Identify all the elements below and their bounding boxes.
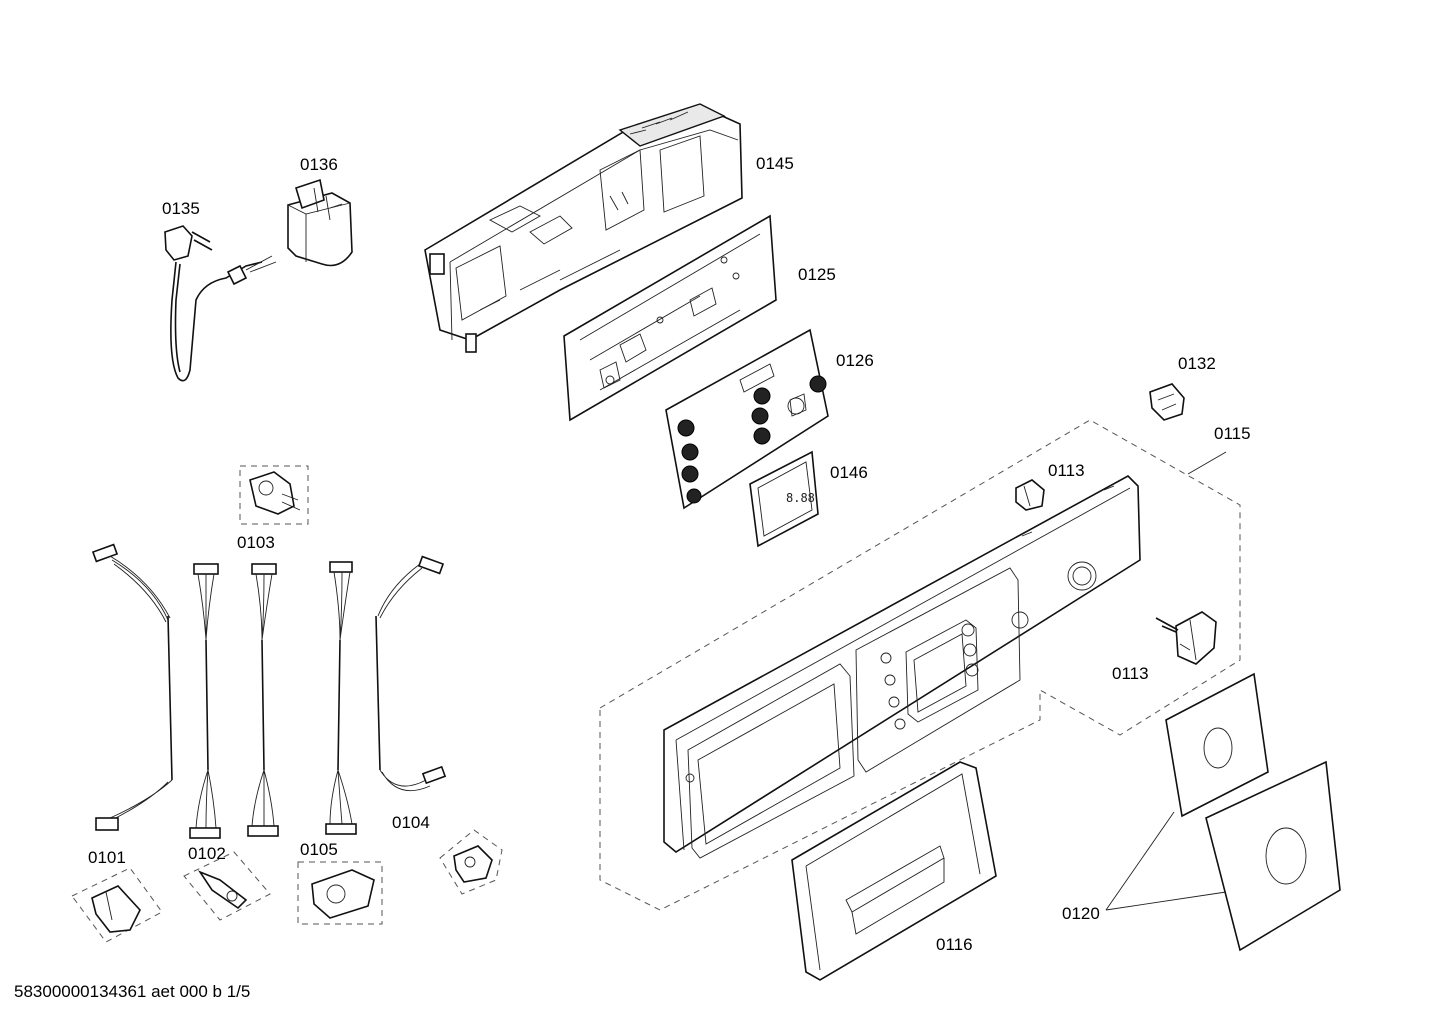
label-0116: 0116 [936,935,973,954]
wiring-harnesses [91,543,447,839]
label-0102: 0102 [188,844,226,863]
filter-box-0136 [287,178,353,267]
label-0105: 0105 [300,840,338,859]
label-0135: 0135 [162,199,200,218]
label-0115: 0115 [1214,424,1251,443]
display-window-0146: 8.88 [749,450,819,548]
component-0103 [239,465,309,525]
label-0103: 0103 [237,533,275,552]
knob-0113-right [1155,611,1217,665]
label-0120: 0120 [1062,904,1100,923]
module-housing-0145 [424,103,743,353]
power-cord-0135 [164,225,277,382]
svg-text:8.88: 8.88 [786,491,815,505]
display-pcb-0126 [665,328,829,510]
drawer-handle-0116 [791,761,997,981]
label-0113-top: 0113 [1048,461,1085,480]
label-0126: 0126 [836,351,874,370]
label-0113-right: 0113 [1112,664,1149,683]
leader-0115 [1187,451,1227,475]
label-0104: 0104 [392,813,430,832]
label-0145: 0145 [756,154,794,173]
label-0101: 0101 [88,848,126,867]
label-0132: 0132 [1178,354,1216,373]
panel-covers-0120 [1105,672,1341,952]
control-panel-0116-fascia [663,475,1141,859]
main-pcb-0125 [563,214,777,422]
knob-0113-top [1015,479,1045,511]
label-0136: 0136 [300,155,338,174]
footer-document-id: 58300000134361 aet 000 b 1/5 [14,982,251,1001]
clip-0132 [1149,383,1185,421]
bottom-components [71,829,503,943]
assembly-outline-0115 [599,419,1241,911]
label-0146: 0146 [830,463,868,482]
label-0125: 0125 [798,265,836,284]
